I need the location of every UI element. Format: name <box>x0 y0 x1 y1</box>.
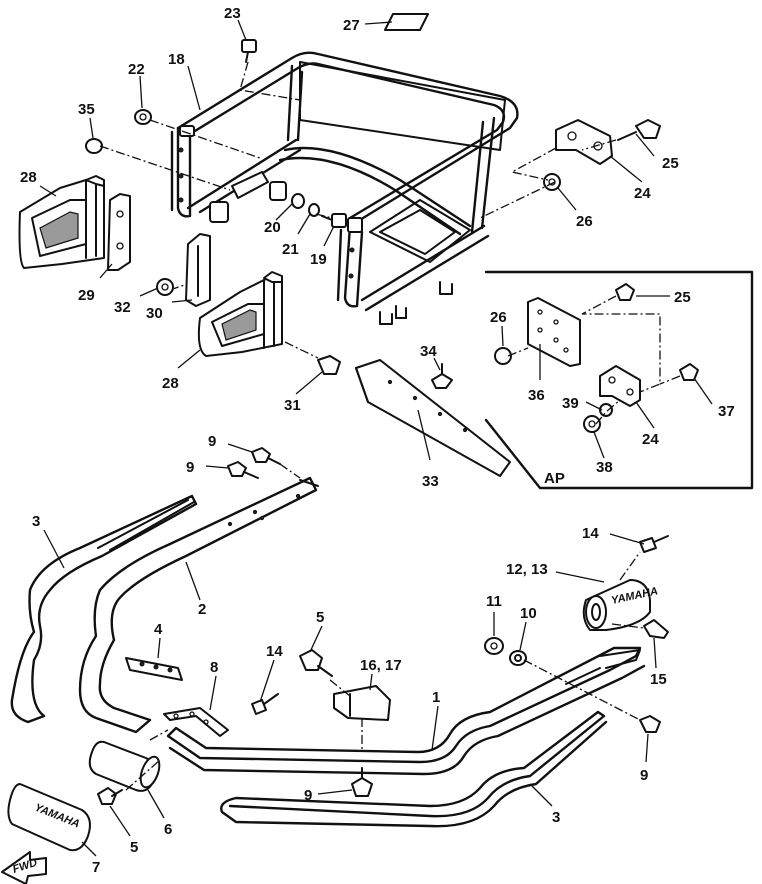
callout-37: 37 <box>718 403 735 420</box>
basket-hardware <box>85 39 661 228</box>
callout-19: 19 <box>310 251 327 268</box>
callout-9-right: 9 <box>640 767 648 784</box>
fwd-arrow: FWD <box>1 851 47 884</box>
callout-33: 33 <box>422 473 439 490</box>
callout-39: 39 <box>562 395 579 412</box>
callout-25-inset: 25 <box>674 289 691 306</box>
callout-25-top: 25 <box>662 155 679 172</box>
callout-5-mid: 5 <box>316 609 324 626</box>
side-bracket-right <box>197 271 341 375</box>
ap-inset <box>484 270 754 490</box>
callout-14-right: 14 <box>582 525 599 542</box>
cargo-plate <box>355 359 511 477</box>
callout-35: 35 <box>78 101 95 118</box>
callout-5-low: 5 <box>130 839 138 856</box>
callout-8: 8 <box>210 659 218 676</box>
callout-11: 11 <box>486 593 502 610</box>
callout-10: 10 <box>520 605 537 622</box>
callout-18: 18 <box>168 51 185 68</box>
right-bracket: YAMAHA <box>582 535 669 639</box>
callout-2: 2 <box>198 601 206 618</box>
callout-26-top: 26 <box>576 213 593 230</box>
callout-21: 21 <box>282 241 299 258</box>
callout-24-top: 24 <box>634 185 651 202</box>
callout-12-13: 12, 13 <box>506 561 548 578</box>
upper-bumper-bolts <box>227 447 301 479</box>
callout-labels: 23 27 22 18 35 28 20 21 19 29 32 30 28 3… <box>20 5 735 876</box>
callout-31: 31 <box>284 397 301 414</box>
callout-38: 38 <box>596 459 613 476</box>
callout-15: 15 <box>650 671 667 688</box>
callout-30: 30 <box>146 305 163 322</box>
callout-20: 20 <box>264 219 281 236</box>
callout-14-left: 14 <box>266 643 283 660</box>
callout-29: 29 <box>78 287 95 304</box>
side-bracket-left <box>18 175 211 307</box>
callout-3-bottom: 3 <box>552 809 560 826</box>
basket-frame <box>170 13 519 325</box>
callout-3-left: 3 <box>32 513 40 530</box>
callout-4: 4 <box>154 621 163 638</box>
callout-26-inset: 26 <box>490 309 507 326</box>
callout-28-left: 28 <box>20 169 37 186</box>
frame-hardware <box>299 637 661 797</box>
callout-22: 22 <box>128 61 145 78</box>
callout-1: 1 <box>432 689 440 706</box>
assembly-lines-upper <box>99 61 617 359</box>
frame-rail <box>166 646 646 828</box>
bumper-end-parts: YAMAHA <box>7 657 279 852</box>
callout-9-top1: 9 <box>208 433 216 450</box>
leader-lines <box>39 19 713 857</box>
callout-7: 7 <box>92 859 100 876</box>
callout-24-inset: 24 <box>642 431 659 448</box>
inset-label: AP <box>544 470 565 487</box>
callout-9-bottom: 9 <box>304 787 312 804</box>
callout-23: 23 <box>224 5 241 22</box>
front-bumper <box>10 476 319 734</box>
callout-34: 34 <box>420 343 437 360</box>
callout-6: 6 <box>164 821 172 838</box>
callout-16-17: 16, 17 <box>360 657 402 674</box>
callout-27: 27 <box>343 17 360 34</box>
callout-32: 32 <box>114 299 131 316</box>
callout-9-top2: 9 <box>186 459 194 476</box>
callout-28-right: 28 <box>162 375 179 392</box>
callout-36: 36 <box>528 387 545 404</box>
